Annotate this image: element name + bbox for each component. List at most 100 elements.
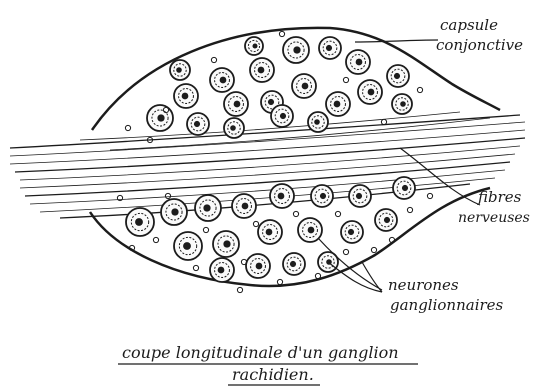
- satellite-nucleus: [165, 193, 170, 198]
- neuron-nucleus: [194, 121, 200, 127]
- neuron-nucleus: [293, 46, 300, 53]
- neuron: [195, 195, 221, 221]
- neuron-nucleus: [290, 261, 296, 267]
- satellite-nucleus: [371, 247, 376, 252]
- neuron: [283, 37, 309, 63]
- neuron-nucleus: [176, 67, 182, 73]
- neuron-nucleus: [258, 67, 265, 74]
- neuron: [174, 232, 202, 260]
- neuron: [319, 37, 341, 59]
- neuron-nucleus: [356, 193, 362, 199]
- neuron-nucleus: [252, 43, 257, 48]
- satellite-nucleus: [315, 273, 320, 278]
- nerve-fibre: [20, 146, 520, 180]
- neuron-nucleus: [171, 208, 178, 215]
- label-neurones-line1: neurones: [388, 276, 459, 294]
- neuron: [170, 60, 190, 80]
- satellite-nucleus: [335, 211, 340, 216]
- neuron-nucleus: [182, 93, 189, 100]
- satellite-nucleus: [277, 279, 282, 284]
- neuron-nucleus: [234, 101, 241, 108]
- neuron: [174, 84, 198, 108]
- neuron-nucleus: [242, 203, 249, 210]
- neuron-nucleus: [302, 83, 309, 90]
- satellite-nucleus: [417, 87, 422, 92]
- label-neurones-line2: ganglionnaires: [390, 296, 504, 314]
- neuron-nucleus: [402, 185, 408, 191]
- neuron-nucleus: [218, 267, 225, 274]
- neuron: [270, 184, 294, 208]
- neuron: [311, 185, 333, 207]
- neuron-nucleus: [348, 229, 354, 235]
- neuron: [147, 105, 173, 131]
- neuron: [258, 220, 282, 244]
- label-capsule-line2: conjonctive: [436, 36, 523, 54]
- satellite-nucleus: [279, 31, 284, 36]
- satellite-nucleus: [381, 119, 386, 124]
- nerve-fibre: [25, 162, 510, 196]
- neuron: [232, 194, 256, 218]
- neuron: [210, 68, 234, 92]
- ganglion-neurons: [126, 37, 415, 282]
- neuron-nucleus: [220, 77, 227, 84]
- satellite-nucleus: [125, 125, 130, 130]
- neuron-nucleus: [203, 204, 210, 211]
- satellite-nucleus: [203, 227, 208, 232]
- neuron: [224, 92, 248, 116]
- neuron: [387, 65, 409, 87]
- neuron: [271, 105, 293, 127]
- satellite-nucleus: [407, 207, 412, 212]
- neuron: [292, 74, 316, 98]
- neuron: [224, 118, 244, 138]
- caption-line2: rachidien.: [232, 365, 314, 384]
- neuron-nucleus: [400, 101, 406, 107]
- neurones-leader-3: [362, 262, 382, 292]
- neuron-nucleus: [384, 217, 390, 223]
- neuron: [246, 254, 270, 278]
- neuron: [375, 209, 397, 231]
- satellite-nucleus: [343, 249, 348, 254]
- neuron: [126, 208, 154, 236]
- capsule-leader: [355, 40, 438, 42]
- nerve-fibre: [10, 130, 525, 164]
- satellite-nucleus: [343, 77, 348, 82]
- neuron: [250, 58, 274, 82]
- nerve-fibre: [10, 115, 520, 148]
- neuron: [245, 37, 263, 55]
- satellite-nucleus: [153, 237, 158, 242]
- neuron-nucleus: [278, 193, 285, 200]
- neuron: [326, 92, 350, 116]
- neuron: [393, 177, 415, 199]
- nerve-fibres: [10, 112, 525, 218]
- neuron-nucleus: [308, 227, 315, 234]
- neuron: [187, 113, 209, 135]
- satellite-nucleus: [293, 211, 298, 216]
- label-fibres-line1: fibres: [477, 188, 522, 206]
- neuron-nucleus: [280, 113, 286, 119]
- neuron-nucleus: [268, 99, 274, 105]
- nerve-fibre: [10, 122, 525, 156]
- neuron-nucleus: [326, 45, 332, 51]
- neuron-nucleus: [314, 119, 320, 125]
- nerve-fibre: [40, 178, 495, 212]
- neuron-nucleus: [256, 263, 263, 270]
- nerve-fibre: [80, 112, 460, 140]
- neuron: [161, 199, 187, 225]
- neuron-nucleus: [334, 101, 341, 108]
- neuron: [213, 231, 239, 257]
- neuron-nucleus: [230, 125, 236, 131]
- satellite-nucleus: [253, 221, 258, 226]
- satellite-nucleus: [237, 287, 242, 292]
- neuron-nucleus: [157, 114, 164, 121]
- neuron-nucleus: [320, 193, 326, 199]
- neuron-nucleus: [266, 229, 273, 236]
- satellite-nucleus: [211, 57, 216, 62]
- label-capsule-line1: capsule: [440, 16, 498, 34]
- neuron: [308, 112, 328, 132]
- caption-line1: coupe longitudinale d'un ganglion: [122, 343, 399, 362]
- satellite-nuclei: [117, 31, 432, 292]
- neuron-nucleus: [356, 59, 363, 66]
- label-fibres-line2: nerveuses: [458, 210, 530, 226]
- neuron: [349, 185, 371, 207]
